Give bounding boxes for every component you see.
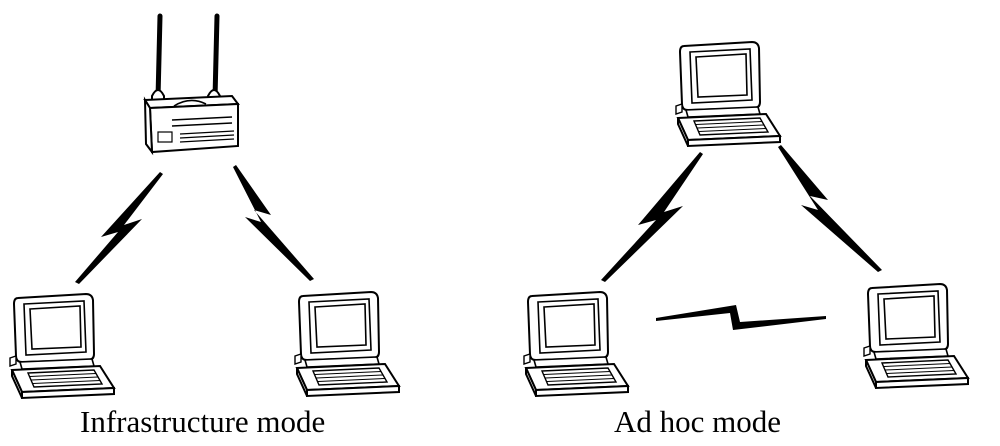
laptop-icon xyxy=(863,283,969,389)
infrastructure-mode-caption: Infrastructure mode xyxy=(80,404,326,439)
lightning-bolt-icon xyxy=(778,145,882,272)
infrastructure-mode-group xyxy=(9,13,400,399)
lightning-bolt-icon xyxy=(233,165,314,281)
lightning-bolt-icon xyxy=(656,305,826,330)
laptop-icon xyxy=(675,41,781,147)
laptop-icon xyxy=(294,291,400,397)
wireless-access-point-icon xyxy=(143,13,240,156)
adhoc-mode-caption: Ad hoc mode xyxy=(614,404,782,439)
adhoc-mode-group xyxy=(523,41,969,397)
lightning-bolt-icon xyxy=(601,152,703,282)
lightning-bolt-icon xyxy=(75,172,163,284)
laptop-icon xyxy=(9,293,115,399)
laptop-icon xyxy=(523,291,629,397)
